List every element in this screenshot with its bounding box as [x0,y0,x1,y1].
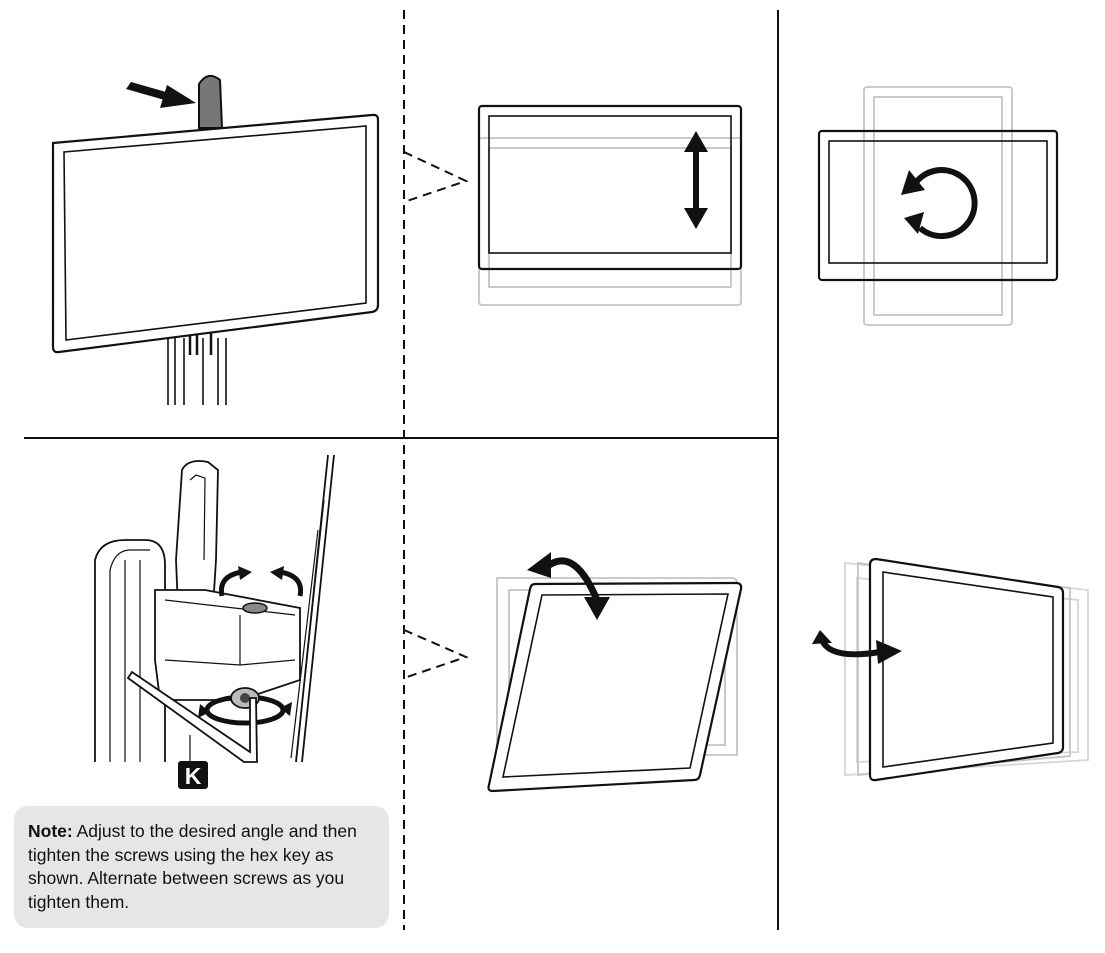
monitor-screen [63,125,367,341]
callout-label: K [185,763,202,789]
zoom-callout-lines-bottom [403,629,469,679]
hex-key-closeup: K [94,454,335,789]
up-down-arrow [684,131,708,229]
upper-screw [242,602,268,614]
ghost-monitor [478,137,742,306]
rotate-icon [901,167,978,240]
pole-inner [109,549,150,762]
tilt-arrow [527,552,610,620]
callout-k: K [178,761,208,789]
rotation-view [817,86,1059,326]
landscape-monitor [817,129,1059,282]
mounting-hook [198,74,224,129]
mount-bracket [154,589,301,701]
zoom-callout-lines-top [403,151,469,203]
panel-dividers [24,10,779,930]
height-adjustment-view [477,104,743,306]
monitor-frame [51,113,380,354]
monitor-on-stand [51,74,380,405]
note-heading: Note: [28,821,73,841]
upper-rotate-arrows [218,569,304,597]
hex-key-icon [126,670,258,763]
monitor-outline [477,104,743,271]
swivel-view [812,557,1089,782]
swivel-monitor [868,557,1065,782]
wall-plate [290,454,335,763]
swivel-arrow [812,630,902,664]
pole-body [94,539,166,762]
insert-arrow [126,82,196,108]
note-text: Adjust to the desired angle and then tig… [28,821,357,912]
portrait-ghost-monitor [863,86,1013,326]
stand-posts [167,332,227,405]
tilted-monitor [487,581,743,793]
note-box: Note: Adjust to the desired angle and th… [14,806,389,928]
tilt-view [487,552,743,793]
